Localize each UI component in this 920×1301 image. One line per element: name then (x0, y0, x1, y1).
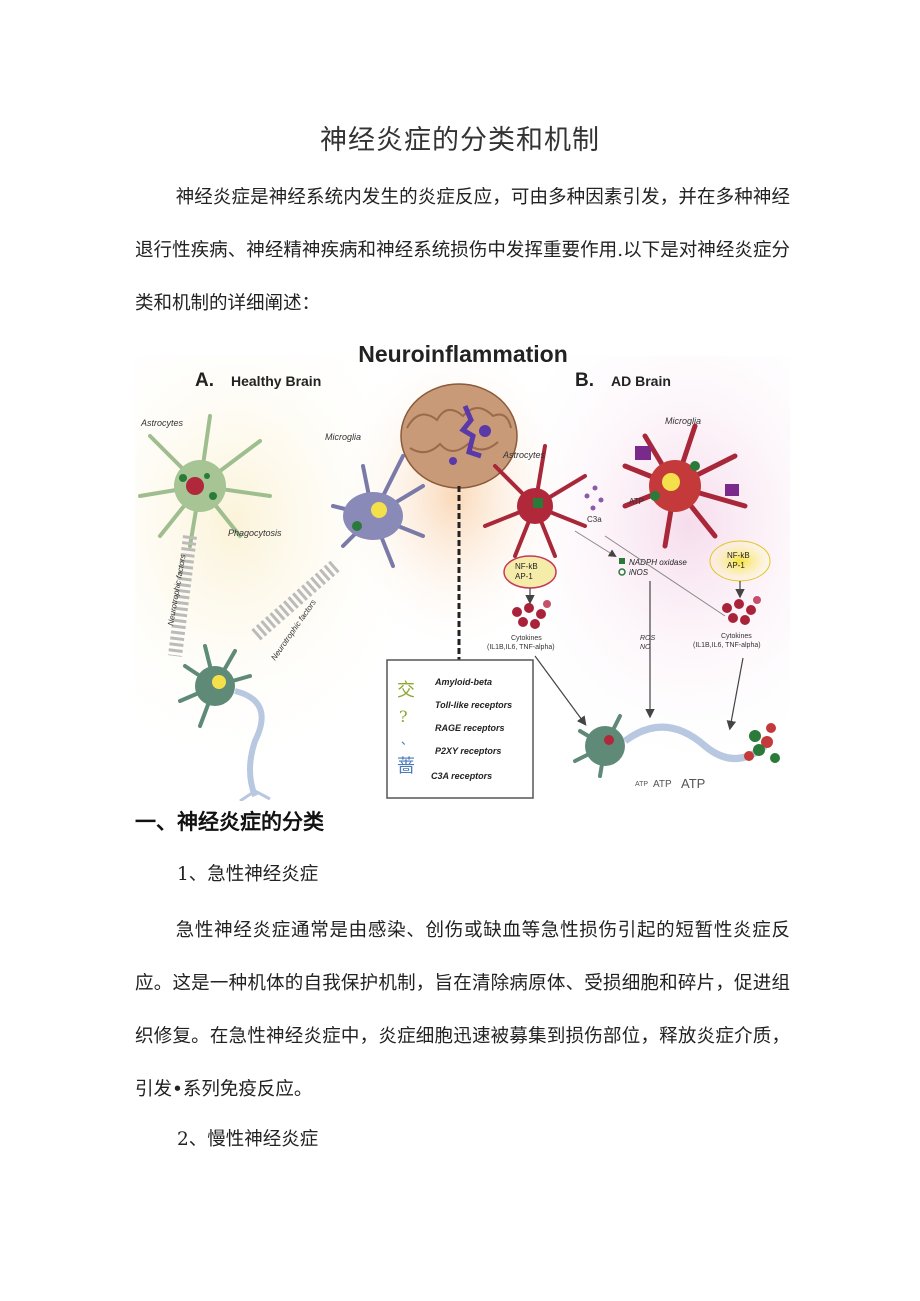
label-cytokine-list-right: (IL1B,IL6, TNF-alpha) (693, 642, 761, 649)
label-phagocytosis: Phagocytosis (228, 528, 282, 538)
label-microglia-b: Microglia (665, 416, 701, 426)
nadph-marker (619, 558, 625, 564)
label-microglia-a: Microglia (325, 432, 361, 442)
cytokines-left (512, 600, 551, 629)
side-glyph: 蔷 (397, 756, 415, 777)
panel-b-letter: B. (575, 370, 594, 391)
label-atp-mid: ATP (653, 779, 672, 790)
brain-illustration (400, 383, 518, 664)
healthy-neuron (178, 644, 271, 801)
label-inos: iNOS (629, 568, 649, 577)
label-ap1-right: AP-1 (727, 561, 745, 570)
label-ap1-left: AP-1 (515, 572, 533, 581)
label-astrocytes-a: Astrocytes (140, 418, 184, 428)
label-cytokines-right: Cytokines (721, 633, 752, 640)
damaged-neuron (573, 714, 780, 778)
panel-a-letter: A. (195, 370, 214, 391)
intro-paragraph: 神经炎症是神经系统内发生的炎症反应，可由多种因素引发，并在多种神经退行性疾病、神… (135, 187, 790, 314)
document-title: 神经炎症的分类和机制 (320, 125, 600, 156)
label-no: NO (640, 644, 651, 651)
pathway-arrows (525, 530, 745, 731)
inos-marker (618, 568, 626, 576)
label-nfkb-left: NF-kB (515, 562, 538, 571)
cytokines-right (722, 596, 761, 625)
panel-b-label: AD Brain (611, 373, 671, 389)
receptor-item: C3A receptors (431, 771, 492, 781)
receptor-item: P2XY receptors (435, 746, 501, 756)
figure-title: Neuroinflammation (358, 341, 568, 367)
subsection-heading-chronic: 2、慢性神经炎症 (177, 1129, 319, 1150)
label-c3a: C3a (587, 515, 602, 524)
label-cytokine-list-left: (IL1B,IL6, TNF-alpha) (487, 644, 555, 651)
label-atp-microglia: ATP (629, 497, 644, 506)
label-ros: ROS (640, 635, 656, 642)
receptor-box (386, 659, 534, 799)
receptor-item: Amyloid-beta (434, 677, 492, 687)
neuroinflammation-figure: Neuroinflammation A. Healthy Brain B. AD… (135, 336, 790, 801)
reactive-astrocyte (483, 444, 587, 558)
neurotrophic-flow-left (168, 535, 197, 657)
receptor-item: RAGE receptors (435, 723, 505, 733)
label-nadph: NADPH oxidase (629, 558, 687, 567)
side-glyph: 、 (401, 733, 413, 747)
label-atp-big: ATP (681, 776, 705, 791)
panel-a-label: Healthy Brain (231, 373, 321, 389)
label-atp-small: ATP (635, 781, 648, 788)
receptor-list: Amyloid-beta Toll-like receptors RAGE re… (431, 677, 512, 781)
healthy-microglia (331, 454, 425, 568)
receptor-item: Toll-like receptors (435, 700, 512, 710)
label-nfkb-right: NF-kB (727, 551, 750, 560)
section-heading: 一、神经炎症的分类 (135, 810, 324, 834)
subsection-heading-acute: 1、急性神经炎症 (177, 864, 319, 885)
side-glyph: 交 (397, 680, 415, 701)
label-cytokines-left: Cytokines (511, 635, 542, 642)
side-glyph: ? (399, 707, 408, 726)
acute-paragraph: 急性神经炎症通常是由感染、创伤或缺血等急性损伤引起的短暂性炎症反应。这是一种机体… (135, 920, 790, 1100)
reactive-microglia (622, 423, 748, 549)
label-astrocytes-b: Astrocytes (502, 450, 546, 460)
c3a-particles (584, 485, 604, 511)
healthy-astrocyte (138, 414, 272, 548)
